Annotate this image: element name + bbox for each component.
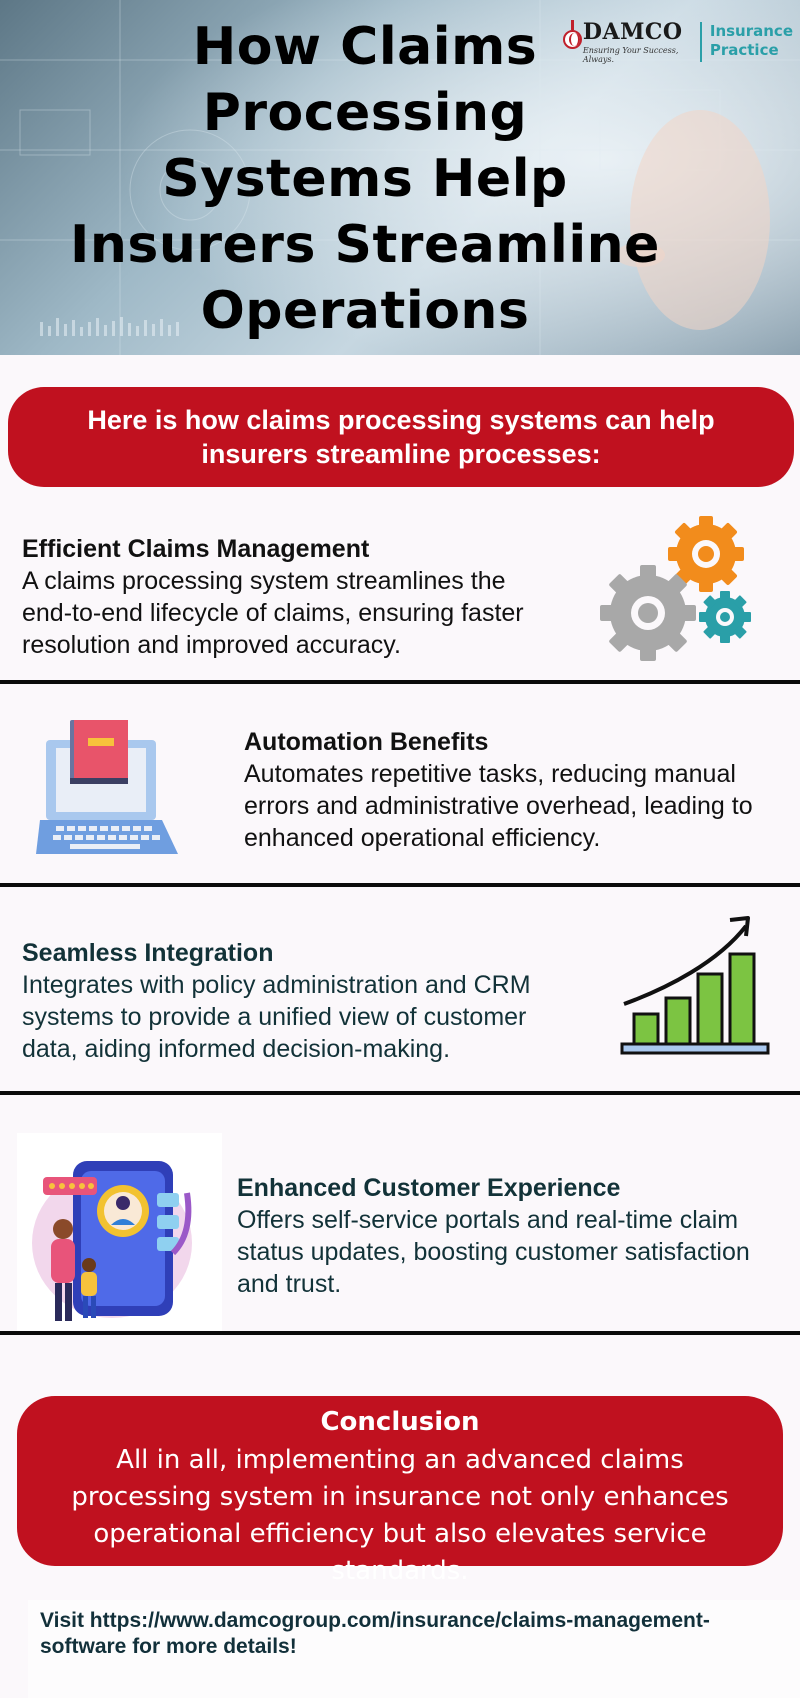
logo-practice-line2: Practice [709,41,779,59]
laptop-book-icon [36,720,178,854]
section-seamless-integration: Seamless Integration Integrates with pol… [22,937,582,1065]
logo-tagline: Ensuring Your Success, Always. [582,46,679,64]
section-body: Offers self-service portals and real-tim… [237,1206,750,1298]
intro-text: Here is how claims processing systems ca… [87,405,715,469]
footer-panel [28,1600,800,1698]
section-title: Efficient Claims Management [22,535,370,563]
conclusion-body: All in all, implementing an advanced cla… [71,1445,729,1586]
section-divider [0,1331,800,1335]
footer-link-text[interactable]: Visit https://www.damcogroup.com/insuran… [40,1609,710,1658]
section-title: Automation Benefits [244,728,489,756]
damco-logo: DAMCO Ensuring Your Success, Always. Ins… [563,18,793,68]
header-banner: How Claims Processing Systems Help Insur… [0,0,800,355]
section-title: Enhanced Customer Experience [237,1174,621,1202]
logo-practice-line1: Insurance [709,22,793,40]
section-title: Seamless Integration [22,939,274,967]
section-divider [0,883,800,887]
growth-chart-icon [620,916,770,1055]
gears-icon [600,516,751,661]
section-divider [0,1091,800,1095]
section-body: A claims processing system streamlines t… [22,567,524,659]
technology-background-image [0,0,800,355]
logo-name: DAMCO [582,19,683,45]
section-efficient-claims: Efficient Claims Management A claims pro… [22,533,562,661]
section-body: Integrates with policy administration an… [22,971,531,1063]
section-divider [0,680,800,684]
page-title: How Claims Processing Systems Help Insur… [70,17,660,341]
section-body: Automates repetitive tasks, reducing man… [244,760,753,852]
damco-globe-icon [563,20,582,50]
logo-divider [700,22,702,62]
conclusion-title: Conclusion [320,1407,480,1437]
intro-banner: Here is how claims processing systems ca… [8,387,794,487]
section-customer-experience: Enhanced Customer Experience Offers self… [237,1172,797,1300]
conclusion-box: Conclusion All in all, implementing an a… [17,1396,783,1586]
customer-portal-illustration [17,1133,222,1333]
section-automation: Automation Benefits Automates repetitive… [244,726,784,854]
